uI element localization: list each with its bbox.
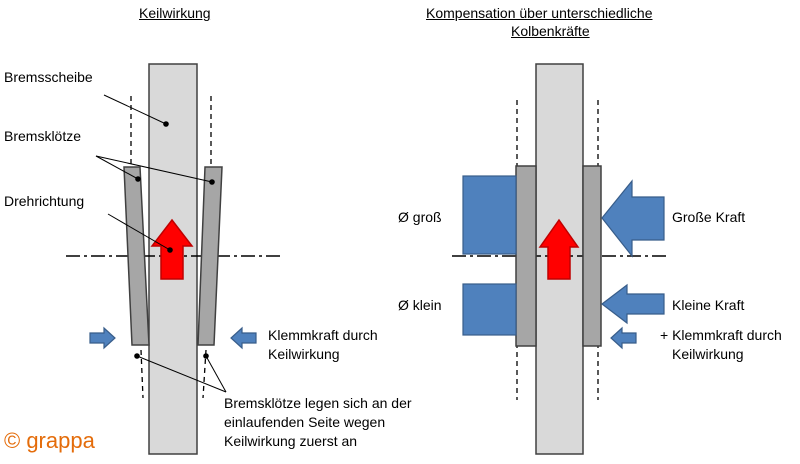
label-clamp-right-1: + Klemmkraft durch [660, 327, 782, 343]
force-arrow-icon [601, 179, 665, 258]
leader-dot [135, 176, 141, 182]
label-force-large: Große Kraft [672, 209, 746, 225]
label-force-small: Kleine Kraft [672, 297, 745, 313]
left-dashed-line-2 [140, 349, 144, 399]
leader-rotation [107, 213, 171, 251]
left-brake-pad-1 [123, 166, 150, 346]
label-dia-large: Ø groß [398, 209, 442, 225]
leader-dot [203, 353, 209, 359]
right-panel-title-1: Kompensation über unterschiedliche [426, 5, 653, 21]
label-note-2: einlaufenden Seite wegen [224, 414, 386, 430]
piston-large [462, 175, 517, 255]
rotation-arrow-icon [538, 218, 580, 280]
label-clamp-right-2: Keilwirkung [672, 346, 744, 362]
right-brake-pad-2 [582, 165, 602, 347]
leader-pad-2 [95, 155, 213, 183]
right-brake-disc [535, 63, 584, 455]
leader-note-2 [205, 355, 227, 393]
label-brake-disc: Bremsscheibe [4, 69, 93, 85]
label-clamp-left-1: Klemmkraft durch [268, 327, 378, 343]
clamp-arrow-icon [89, 326, 116, 350]
label-clamp-left-2: Keilwirkung [268, 346, 340, 362]
leader-dot [167, 247, 173, 253]
leader-pad-1 [95, 155, 139, 180]
leader-note-1 [136, 355, 227, 393]
leader-dot [163, 121, 169, 127]
right-brake-pad-1 [515, 165, 537, 347]
piston-small [462, 283, 517, 336]
label-note-1: Bremsklötze legen sich an der [224, 395, 412, 411]
left-panel-title: Keilwirkung [139, 5, 211, 21]
label-dia-small: Ø klein [398, 297, 442, 313]
clamp-arrow-icon [610, 326, 637, 350]
label-rotation: Drehrichtung [4, 193, 85, 209]
force-arrow-icon [601, 283, 665, 325]
left-brake-pad-2 [197, 166, 223, 346]
copyright-notice: © grappa [4, 428, 95, 453]
label-brake-pads: Bremsklötze [4, 128, 82, 144]
leader-dot [134, 353, 140, 359]
leader-dot [209, 179, 215, 185]
label-note-3: Keilwirkung zuerst an [224, 433, 358, 449]
leader-disc [103, 94, 167, 125]
right-panel-title-2: Kolbenkräfte [511, 23, 590, 39]
left-dashed-line-4 [202, 349, 207, 399]
clamp-arrow-icon [230, 326, 257, 350]
